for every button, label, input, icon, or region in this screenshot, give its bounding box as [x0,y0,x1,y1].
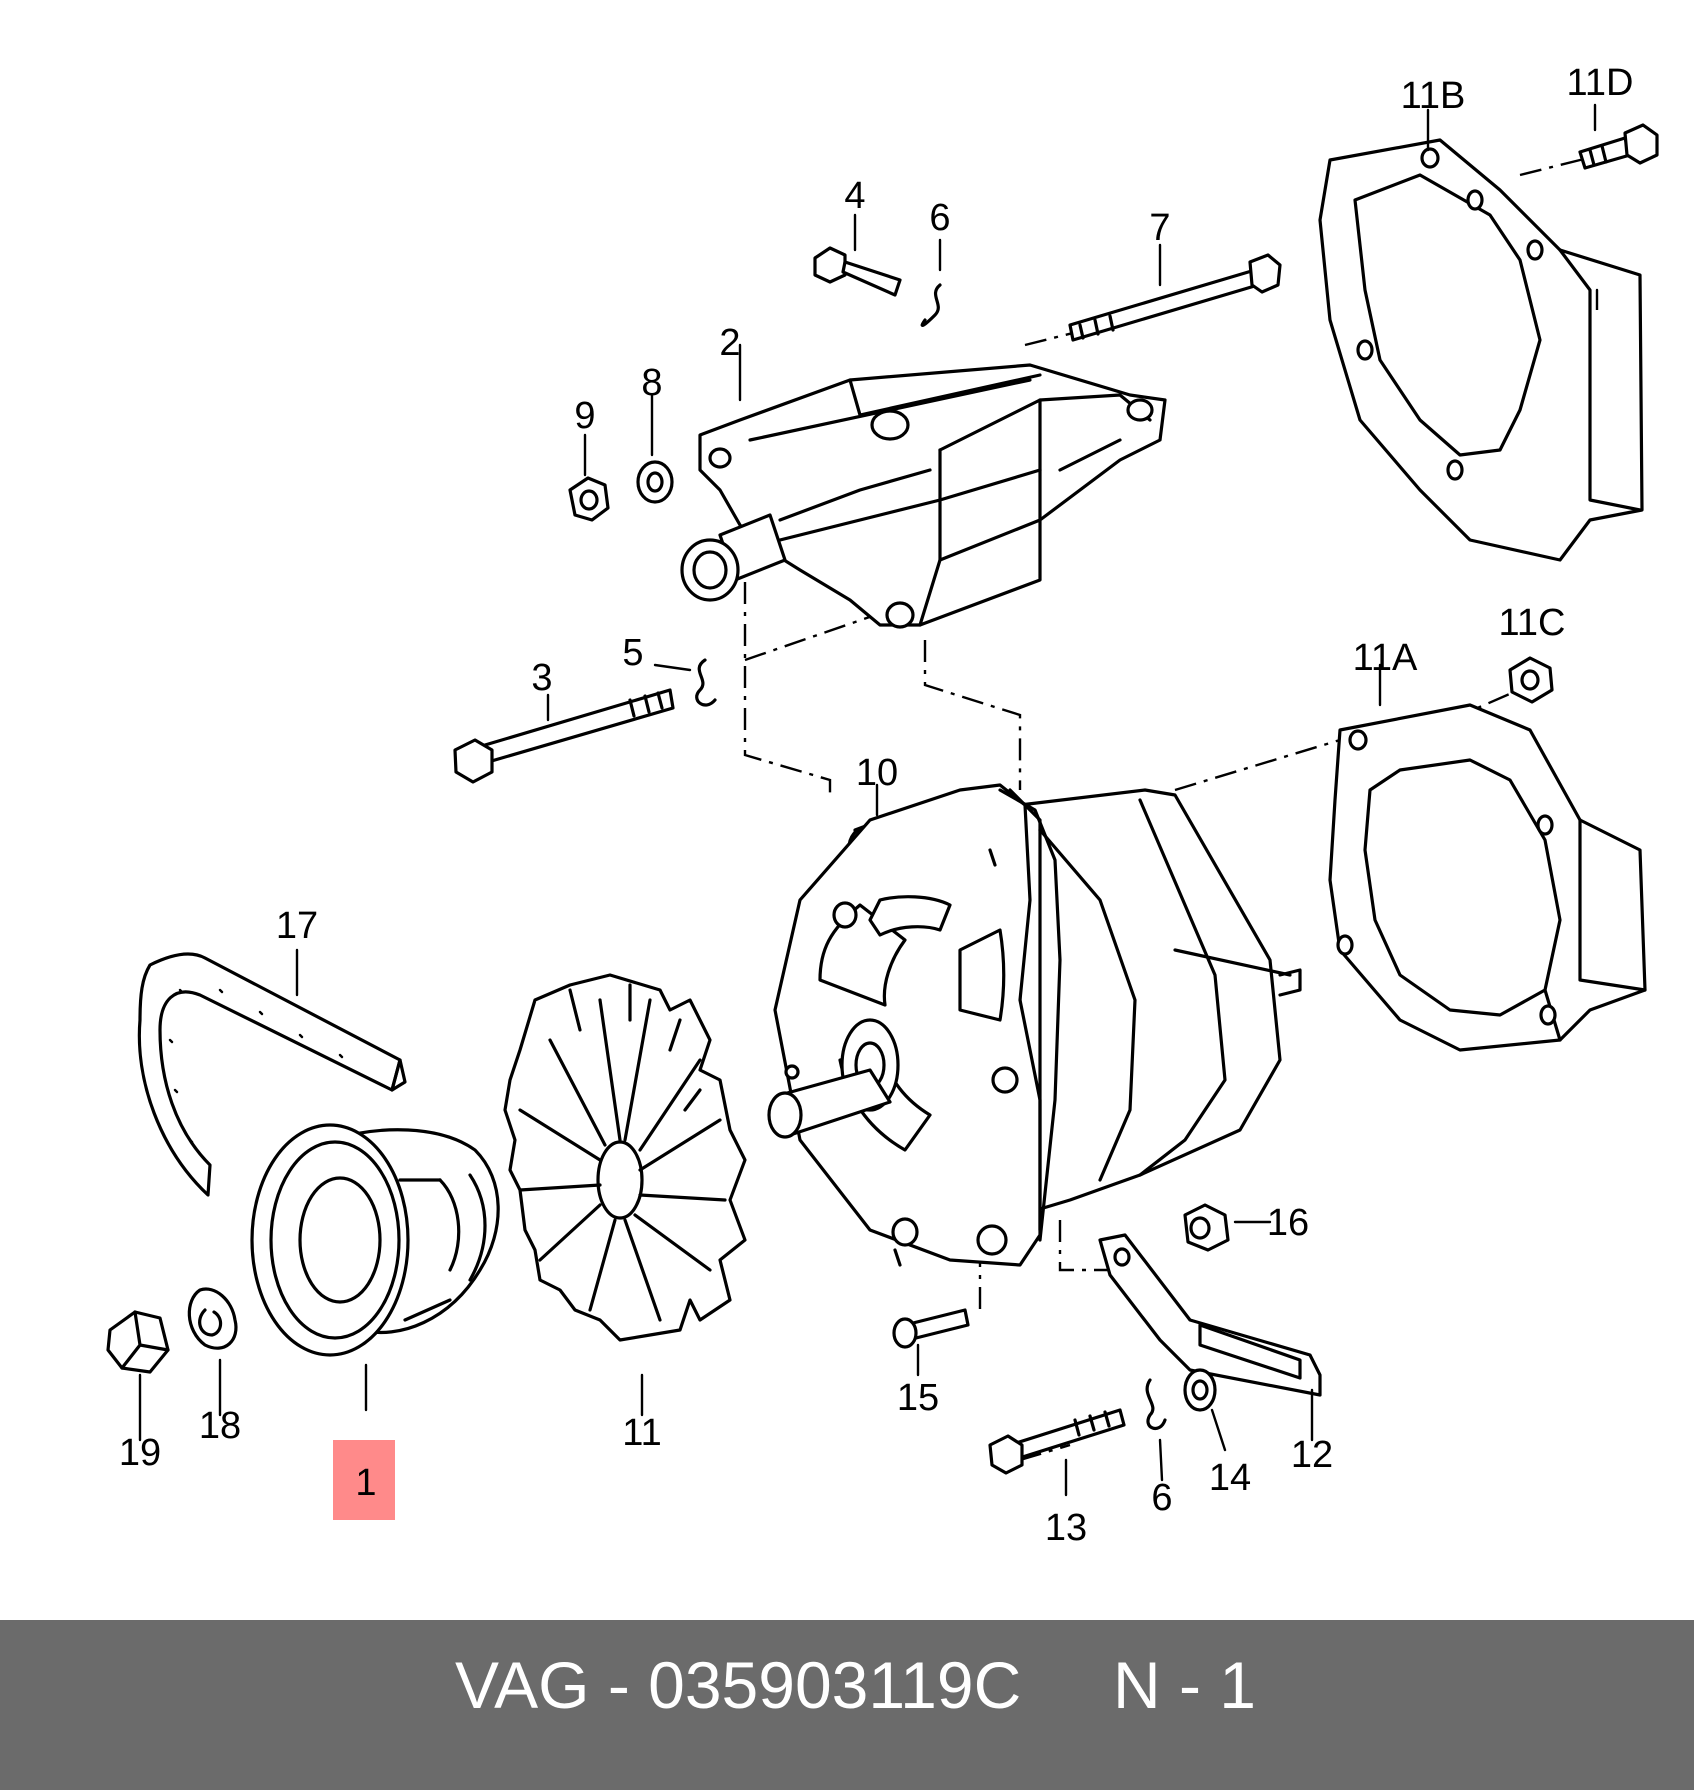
bolt-11D [1578,123,1659,170]
pulley-1 [250,1123,500,1357]
callout-13: 13 [1045,1507,1087,1549]
exploded-parts-diagram: 1 2 3 4 5 6 7 8 9 10 11 11A 11B 11C 11D … [106,62,1659,1549]
callout-9: 9 [574,395,595,437]
nut-16 [1183,1203,1230,1252]
callout-17: 17 [276,905,318,947]
nut-11C [1508,656,1554,704]
callout-11B: 11B [1401,75,1466,117]
callout-3: 3 [531,657,552,699]
callout-15: 15 [897,1377,939,1419]
clip-6-bottom [1145,1378,1167,1431]
callout-11: 11 [622,1412,661,1454]
callout-19: 19 [119,1432,161,1474]
bolt-15 [892,1308,970,1349]
nut-19 [106,1310,170,1374]
part-number-label: VAG - 035903119C N - 1 [455,1648,1256,1722]
highlight-box [333,1440,395,1520]
bolt-7 [1068,253,1282,342]
callout-12: 12 [1291,1434,1333,1476]
lock-washer-18 [187,1287,238,1350]
callout-labels: 1 2 3 4 5 6 7 8 9 10 11 11A 11B 11C 11D … [119,62,1634,1549]
alternator-bracket [680,363,1167,629]
belt-17 [137,952,407,1197]
washer-14 [1183,1368,1217,1412]
callout-11A: 11A [1353,637,1418,679]
callout-11D: 11D [1567,62,1634,104]
bolt-13 [988,1408,1126,1475]
cover-11A [1328,703,1647,1052]
bolt-3 [453,688,675,784]
leader-lines [138,103,1599,1497]
callout-14: 14 [1209,1457,1251,1499]
callout-11C: 11C [1499,602,1566,644]
callout-2: 2 [719,322,740,364]
callout-10: 10 [856,752,898,794]
callout-8: 8 [641,362,662,404]
callout-1: 1 [355,1462,376,1504]
nut-9 [568,476,610,522]
callout-4: 4 [844,175,865,217]
clip-6-top [920,283,942,328]
footer-bar [0,1620,1694,1790]
callout-18: 18 [199,1405,241,1447]
callout-5: 5 [622,632,643,674]
callout-16: 16 [1267,1202,1309,1244]
callout-6-bottom: 6 [1151,1477,1172,1519]
cover-11B [1318,138,1644,562]
washer-8 [636,460,674,504]
callout-7: 7 [1149,207,1170,249]
fan-11 [503,973,747,1342]
adjusting-strap-12 [1098,1233,1322,1397]
callout-6-top: 6 [929,197,950,239]
clip-5 [695,658,717,707]
bolt-4 [813,246,902,297]
alternator [767,783,1302,1267]
